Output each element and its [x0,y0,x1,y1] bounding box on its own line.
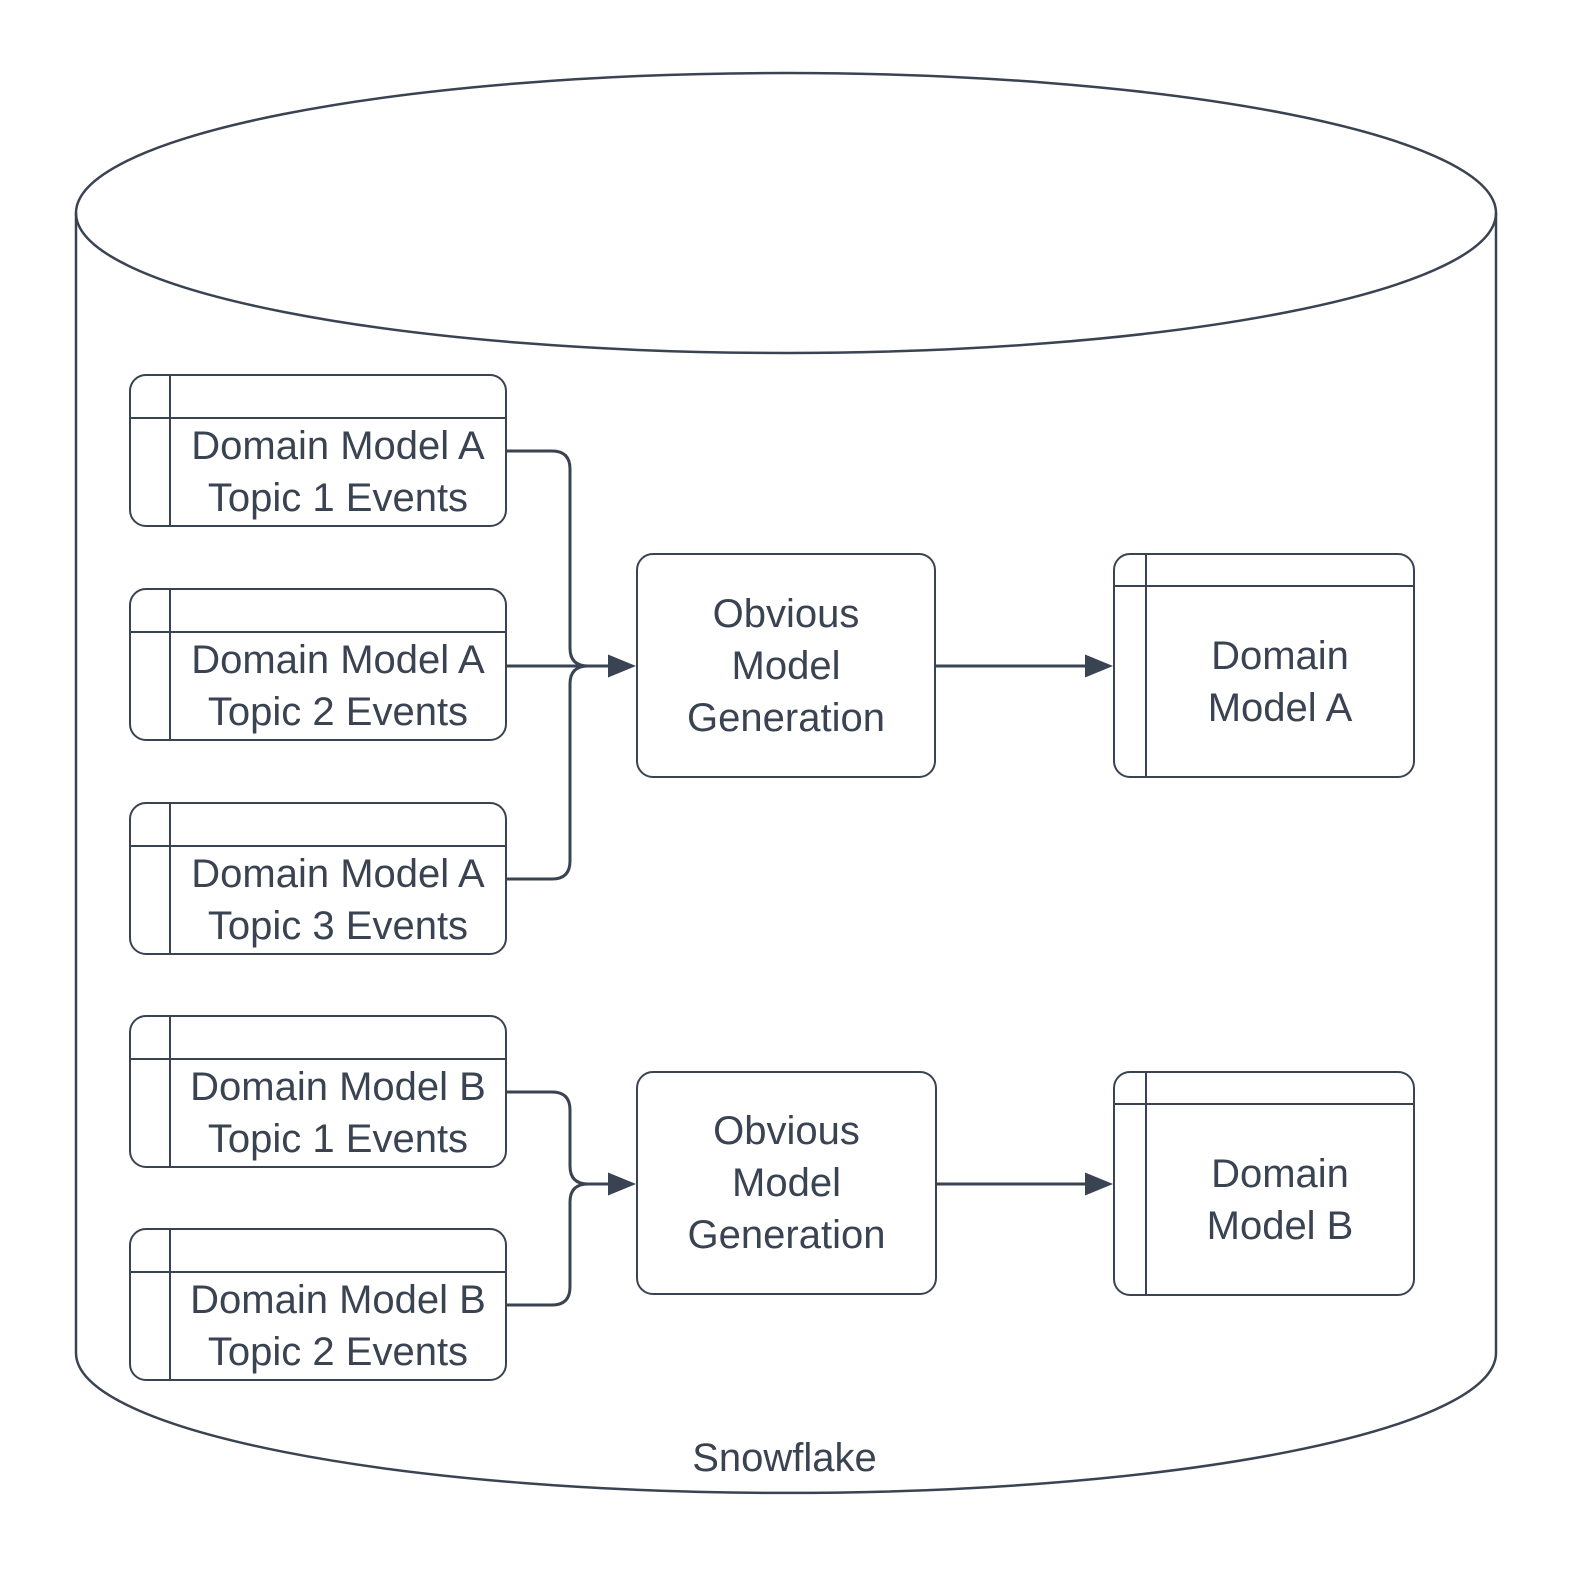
table-column-divider [169,590,171,739]
node-label: Obvious Model Generation [687,1109,886,1257]
edge-topic-b2-to-process-b [507,1182,589,1307]
arrowhead-into-output-b [1085,1172,1113,1196]
table-column-divider [1145,1073,1147,1294]
cylinder-top-ellipse [74,71,1498,355]
node-output-a: Domain Model A [1113,553,1415,778]
edge-topic-b1-to-process-b [507,1090,589,1186]
arrowhead-into-output-a [1085,654,1113,678]
node-process-b: Obvious Model Generation [636,1071,937,1295]
table-header-divider [131,631,505,633]
table-header-divider [1115,585,1413,587]
cylinder-body [74,213,1498,1495]
node-label: Domain Model B Topic 2 Events [190,1278,486,1374]
table-column-divider [169,1017,171,1166]
arrowhead-into-process-a [608,654,636,678]
node-label: Domain Model A [1207,633,1353,730]
cylinder-label: Snowflake [692,1436,877,1480]
edge-topic-a1-to-process-a [507,449,589,668]
node-label: Obvious Model Generation [687,591,885,740]
node-topic-a2: Domain Model A Topic 2 Events [129,588,507,741]
table-header-divider [131,1271,505,1273]
node-process-a: Obvious Model Generation [636,553,936,778]
arrowhead-into-process-b [608,1172,636,1196]
table-column-divider [169,376,171,525]
node-label: Domain Model A Topic 3 Events [191,852,485,948]
node-topic-b1: Domain Model B Topic 1 Events [129,1015,507,1168]
node-label: Domain Model A Topic 2 Events [191,638,485,734]
node-label: Domain Model B Topic 1 Events [190,1065,486,1161]
node-topic-a3: Domain Model A Topic 3 Events [129,802,507,955]
node-label: Domain Model A Topic 1 Events [191,424,485,520]
table-column-divider [1145,555,1147,776]
table-header-divider [1115,1103,1413,1105]
table-column-divider [169,804,171,953]
table-header-divider [131,1058,505,1060]
table-column-divider [169,1230,171,1379]
table-header-divider [131,845,505,847]
node-topic-b2: Domain Model B Topic 2 Events [129,1228,507,1381]
node-label: Domain Model B [1206,1151,1354,1248]
edge-topic-a3-to-process-a [507,664,589,881]
node-output-b: Domain Model B [1113,1071,1415,1296]
table-header-divider [131,417,505,419]
node-topic-a1: Domain Model A Topic 1 Events [129,374,507,527]
